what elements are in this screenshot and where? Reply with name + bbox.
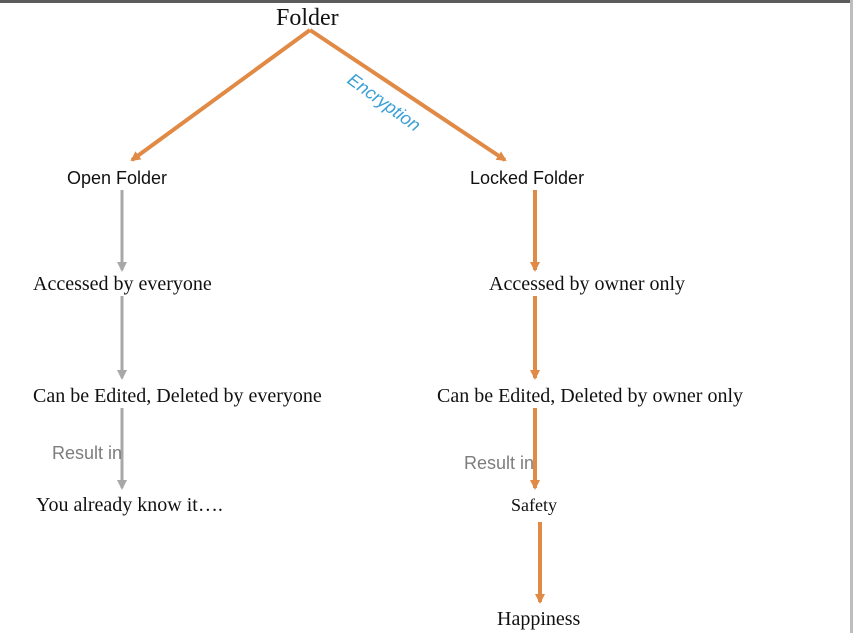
happiness-node: Happiness — [497, 608, 581, 630]
left-result-label: Result in — [52, 443, 123, 463]
right-border — [850, 0, 853, 633]
locked-folder-node: Locked Folder — [470, 168, 585, 188]
accessed-everyone-node: Accessed by everyone — [33, 273, 212, 295]
safety-node: Safety — [511, 495, 557, 515]
accessed-owner-node: Accessed by owner only — [489, 273, 686, 295]
edited-owner-node: Can be Edited, Deleted by owner only — [437, 385, 744, 407]
right-result-label: Result in — [464, 453, 535, 473]
root-node: Folder — [276, 5, 339, 31]
arrow-root-to-locked — [308, 28, 507, 162]
open-folder-node: Open Folder — [67, 168, 168, 188]
top-border — [0, 0, 853, 3]
edited-everyone-node: Can be Edited, Deleted by everyone — [33, 385, 322, 407]
already-know-node: You already know it…. — [36, 494, 223, 516]
arrow-root-to-open — [130, 28, 312, 162]
